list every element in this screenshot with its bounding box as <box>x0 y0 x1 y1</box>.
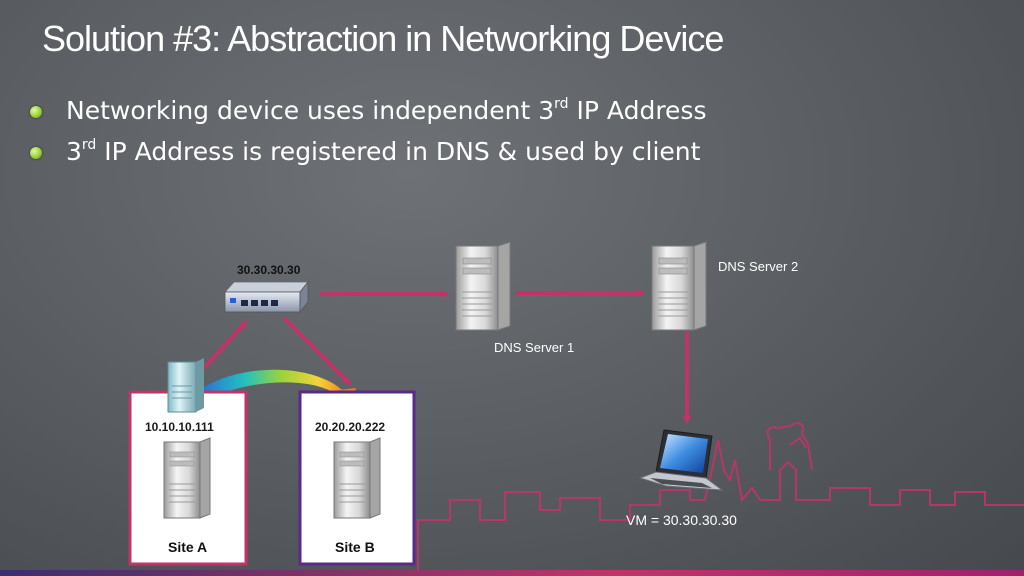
bullet-superscript: rd <box>554 96 569 112</box>
bottom-accent-bar <box>0 570 1024 576</box>
bullet-icon <box>30 106 42 118</box>
dns-server-2-label: DNS Server 2 <box>718 259 799 274</box>
laptop-icon <box>638 429 724 491</box>
connection-arrows <box>202 289 691 424</box>
dns-server-1-icon <box>455 241 511 331</box>
skyline-decoration <box>417 422 1024 576</box>
bullet-list: Networking device uses independent 3rd I… <box>30 96 706 178</box>
bullet-text-pre: 3 <box>66 137 82 166</box>
arrow-router-to-siteb <box>282 316 352 386</box>
site-a-label: Site A <box>168 539 208 555</box>
bullet-item: Networking device uses independent 3rd I… <box>30 96 706 137</box>
bullet-text-post: IP Address is registered in DNS & used b… <box>96 137 701 166</box>
vm-server-icon <box>167 358 204 413</box>
router-icon <box>224 280 309 314</box>
bullet-superscript: rd <box>81 137 97 153</box>
site-a-server-icon <box>163 437 211 519</box>
site-b-ip-label: 20.20.20.222 <box>315 420 386 434</box>
dns-server-2-icon <box>651 241 707 331</box>
arrow-sitea-to-router <box>202 320 248 370</box>
vm-ip-label: VM = 30.30.30.30 <box>626 512 737 528</box>
dns-server-1-label: DNS Server 1 <box>494 340 575 355</box>
bullet-icon <box>30 147 42 159</box>
site-b-server-icon <box>333 437 381 519</box>
bullet-text-post: IP Address <box>568 96 707 125</box>
site-b-label: Site B <box>335 539 375 555</box>
bullet-text-pre: Networking device uses independent 3 <box>66 96 555 125</box>
bullet-item: 3rd IP Address is registered in DNS & us… <box>30 137 706 178</box>
router-ip-label: 30.30.30.30 <box>237 263 301 277</box>
slide-title: Solution #3: Abstraction in Networking D… <box>42 18 724 59</box>
site-a-ip-label: 10.10.10.111 <box>145 420 214 434</box>
